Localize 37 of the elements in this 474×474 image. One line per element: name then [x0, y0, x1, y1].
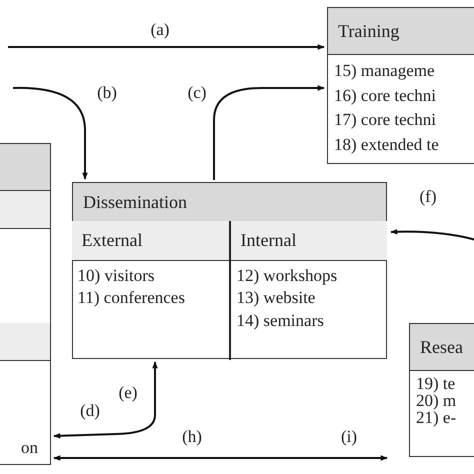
list-item: 15) manageme	[334, 60, 435, 82]
edge-label: (a)	[150, 20, 170, 40]
arrow	[53, 455, 388, 461]
table-box	[0, 143, 51, 465]
list-item: 11) conferences	[78, 287, 185, 309]
arrow	[213, 85, 325, 180]
table-box	[228, 220, 386, 360]
header-bar: Resea	[410, 324, 474, 371]
list-item: 19) te	[416, 375, 456, 392]
list-item: 20) m	[416, 392, 456, 409]
table-box	[327, 7, 474, 164]
header-bar: External	[72, 220, 228, 260]
edge-label: (c)	[186, 83, 208, 103]
list-item: 17) core techni	[334, 109, 436, 131]
list-item: 13) website	[236, 287, 316, 309]
table-box	[409, 323, 474, 457]
edge-label: (d)	[79, 401, 101, 421]
list-item: 10) visitors	[78, 264, 154, 286]
edge-label: (h)	[181, 427, 203, 447]
list-item: on	[21, 438, 38, 458]
list-item: 14) seminars	[236, 310, 324, 332]
header-bar: Internal	[230, 220, 386, 260]
header-bar: Training	[328, 8, 474, 55]
arrow	[8, 44, 325, 50]
list-item: 21) e-	[416, 409, 456, 426]
list-item: 18) extended te	[334, 134, 439, 156]
arrow	[390, 229, 474, 241]
list-item: 16) core techni	[334, 84, 436, 106]
arrow-label: (e)	[118, 383, 138, 403]
arrow	[53, 361, 158, 439]
table-box	[72, 182, 387, 359]
edge-label: (f)	[418, 187, 438, 207]
edge-label: (b)	[96, 83, 118, 103]
arrow-label: (i)	[340, 427, 358, 447]
header-bar: Dissemination	[73, 183, 386, 222]
list-item: 12) workshops	[236, 264, 338, 287]
arrow	[13, 86, 88, 180]
